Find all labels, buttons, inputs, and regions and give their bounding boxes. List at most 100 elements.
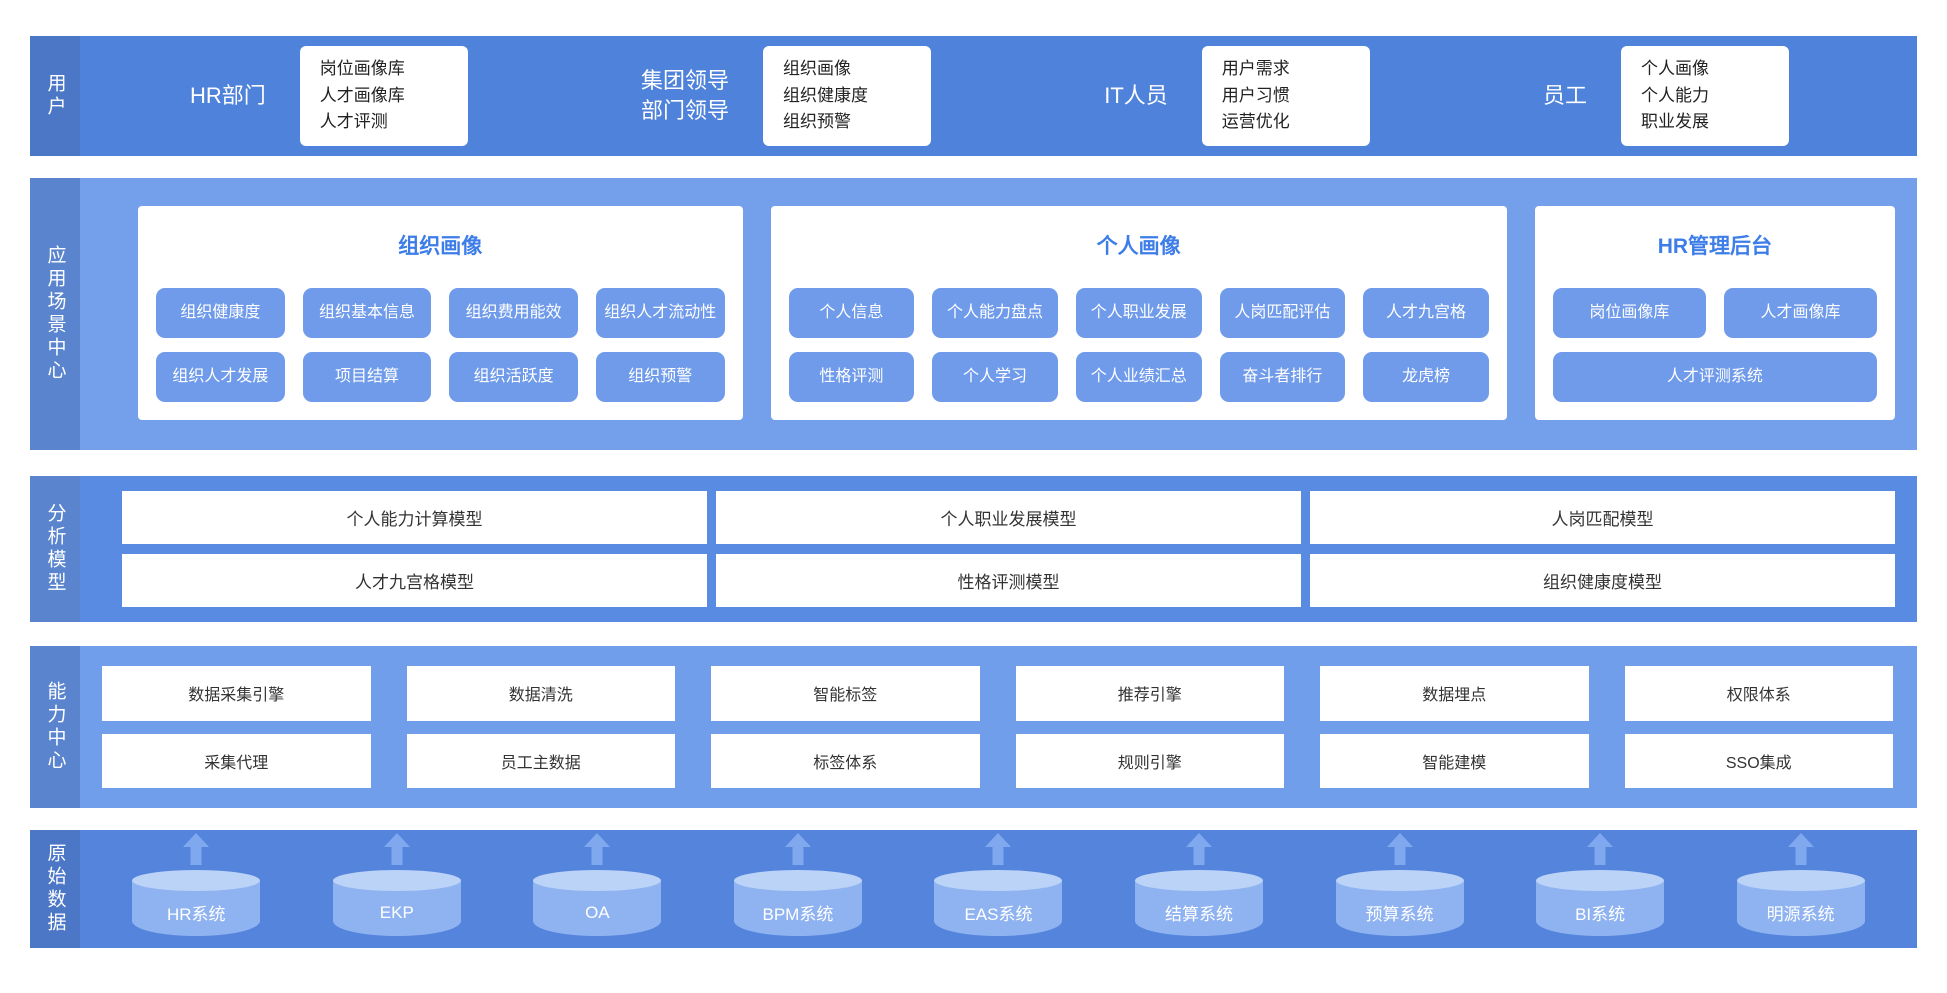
arrow-up-icon xyxy=(1787,833,1814,865)
model-box: 人岗匹配模型 xyxy=(1310,491,1895,544)
arrow-up-icon xyxy=(985,833,1012,865)
data-source: EAS系统 xyxy=(934,833,1063,936)
system-label: EAS系统 xyxy=(934,880,1063,936)
card-line: 职业发展 xyxy=(1640,112,1709,132)
user-group-employee: 员工 个人画像 个人能力 职业发展 xyxy=(1542,46,1789,146)
cylinder-top xyxy=(934,870,1063,891)
arrow-up-icon xyxy=(584,833,611,865)
system-label: OA xyxy=(533,880,662,936)
layer-raw-data: 原始数据 HR系统 EKP OA BPM系统 EAS系统 xyxy=(30,830,1917,948)
scenario-chip: 奋斗者排行 xyxy=(1219,352,1346,402)
scenario-chip: 组织健康度 xyxy=(156,288,285,338)
data-source: EKP xyxy=(332,833,461,936)
scenario-chip: 组织人才流动性 xyxy=(595,288,725,338)
cylinder-top xyxy=(132,870,261,891)
system-label: 明源系统 xyxy=(1736,880,1865,936)
layer-models-label: 分析模型 xyxy=(30,476,80,622)
data-source: BI系统 xyxy=(1536,833,1665,936)
card-line: 组织画像 xyxy=(783,59,851,79)
user-role: 员工 xyxy=(1542,83,1587,109)
layer-capabilities-label: 能力中心 xyxy=(30,646,80,808)
capability-box: 数据清洗 xyxy=(406,666,675,721)
panel-title: 组织画像 xyxy=(398,235,483,258)
user-needs-card: 组织画像 组织健康度 组织预警 xyxy=(763,46,931,146)
chip-row: 岗位画像库 人才画像库 xyxy=(1552,288,1878,338)
scenario-chip: 组织人才发展 xyxy=(156,352,285,402)
capability-box: 采集代理 xyxy=(102,733,371,788)
scenario-chip: 人才画像库 xyxy=(1723,288,1878,338)
arrow-up-icon xyxy=(1386,833,1413,865)
cylinder-top xyxy=(332,870,461,891)
data-source: 预算系统 xyxy=(1335,833,1464,936)
layer-models: 分析模型 个人能力计算模型 个人职业发展模型 人岗匹配模型 人才九宫格模型 性格… xyxy=(30,476,1917,622)
cylinder-top xyxy=(733,870,862,891)
model-box: 性格评测模型 xyxy=(716,554,1301,607)
data-source: BPM系统 xyxy=(733,833,862,936)
user-role: HR部门 xyxy=(190,83,266,109)
user-role: 集团领导 部门领导 xyxy=(640,68,729,123)
data-source: 结算系统 xyxy=(1135,833,1263,936)
scenario-chip: 性格评测 xyxy=(788,352,915,402)
database-cylinder: HR系统 xyxy=(132,870,261,936)
scenario-chip: 个人信息 xyxy=(788,288,915,338)
chip-row: 人才评测系统 xyxy=(1552,352,1877,402)
layer-scenario-body: 组织画像 组织健康度 组织基本信息 组织费用能效 组织人才流动性 组织人才发展 … xyxy=(80,178,1917,450)
user-group-it: IT人员 用户需求 用户习惯 运营优化 xyxy=(1104,46,1370,146)
scenario-chip: 组织费用能效 xyxy=(449,288,578,338)
scenario-chip: 组织活跃度 xyxy=(449,352,578,402)
model-box: 组织健康度模型 xyxy=(1310,554,1895,607)
data-source: 明源系统 xyxy=(1736,833,1865,936)
cylinder-top xyxy=(1335,870,1464,891)
capability-box: 数据埋点 xyxy=(1320,666,1589,721)
layer-users: 用户 HR部门 岗位画像库 人才画像库 人才评测 集团领导 部门领导 组织画像 … xyxy=(30,36,1917,156)
database-cylinder: EAS系统 xyxy=(934,870,1063,936)
capability-box: 数据采集引擎 xyxy=(102,666,371,721)
scenario-chip: 项目结算 xyxy=(302,352,432,402)
layer-models-body: 个人能力计算模型 个人职业发展模型 人岗匹配模型 人才九宫格模型 性格评测模型 … xyxy=(80,476,1917,622)
database-cylinder: EKP xyxy=(332,870,461,936)
layer-scenario: 应用场景中心 组织画像 组织健康度 组织基本信息 组织费用能效 组织人才流动性 … xyxy=(30,178,1917,450)
model-box: 人才九宫格模型 xyxy=(122,554,707,607)
cylinder-top xyxy=(1736,870,1865,891)
user-role: IT人员 xyxy=(1104,83,1168,109)
layer-capabilities: 能力中心 数据采集引擎 数据清洗 智能标签 推荐引擎 数据埋点 权限体系 采集代… xyxy=(30,646,1917,808)
card-line: 个人能力 xyxy=(1640,85,1709,105)
user-needs-card: 岗位画像库 人才画像库 人才评测 xyxy=(299,46,468,146)
chip-row: 组织健康度 组织基本信息 组织费用能效 组织人才流动性 xyxy=(156,288,725,338)
scenario-chip: 岗位画像库 xyxy=(1552,288,1706,338)
database-cylinder: OA xyxy=(533,870,662,936)
cylinder-top xyxy=(533,870,662,891)
layer-users-body: HR部门 岗位画像库 人才画像库 人才评测 集团领导 部门领导 组织画像 组织健… xyxy=(80,36,1917,156)
chip-row: 性格评测 个人学习 个人业绩汇总 奋斗者排行 龙虎榜 xyxy=(788,352,1489,402)
data-source: OA xyxy=(533,833,662,936)
layer-raw-data-label: 原始数据 xyxy=(30,830,80,948)
database-cylinder: 明源系统 xyxy=(1736,870,1865,936)
scenario-chip: 人才评测系统 xyxy=(1552,352,1877,402)
scenario-chip: 人岗匹配评估 xyxy=(1219,288,1346,338)
arrow-up-icon xyxy=(183,833,210,865)
panel-title: 个人画像 xyxy=(1096,235,1181,258)
user-needs-card: 个人画像 个人能力 职业发展 xyxy=(1620,46,1789,146)
scenario-chip: 龙虎榜 xyxy=(1363,352,1489,402)
model-box: 个人能力计算模型 xyxy=(122,491,707,544)
cylinder-top xyxy=(1135,870,1263,891)
arrow-up-icon xyxy=(1186,833,1212,865)
panel-org-portrait: 组织画像 组织健康度 组织基本信息 组织费用能效 组织人才流动性 组织人才发展 … xyxy=(138,206,743,420)
user-needs-card: 用户需求 用户习惯 运营优化 xyxy=(1201,46,1370,146)
panel-title: HR管理后台 xyxy=(1657,235,1773,258)
capability-box: 员工主数据 xyxy=(406,733,675,788)
arrow-up-icon xyxy=(1587,833,1614,865)
capability-box: 推荐引擎 xyxy=(1015,666,1284,721)
panel-person-portrait: 个人画像 个人信息 个人能力盘点 个人职业发展 人岗匹配评估 人才九宫格 性格评… xyxy=(770,206,1507,420)
user-group-leaders: 集团领导 部门领导 组织画像 组织健康度 组织预警 xyxy=(640,46,931,146)
system-label: BPM系统 xyxy=(733,880,862,936)
card-line: 人才评测 xyxy=(319,112,388,132)
chip-row: 个人信息 个人能力盘点 个人职业发展 人岗匹配评估 人才九宫格 xyxy=(788,288,1489,338)
scenario-chip: 个人学习 xyxy=(932,352,1058,402)
database-cylinder: 预算系统 xyxy=(1335,870,1464,936)
layer-raw-data-body: HR系统 EKP OA BPM系统 EAS系统 结算系统 xyxy=(80,830,1917,948)
card-line: 用户需求 xyxy=(1221,59,1290,79)
card-line: 人才画像库 xyxy=(319,85,405,105)
card-line: 组织健康度 xyxy=(783,85,868,105)
